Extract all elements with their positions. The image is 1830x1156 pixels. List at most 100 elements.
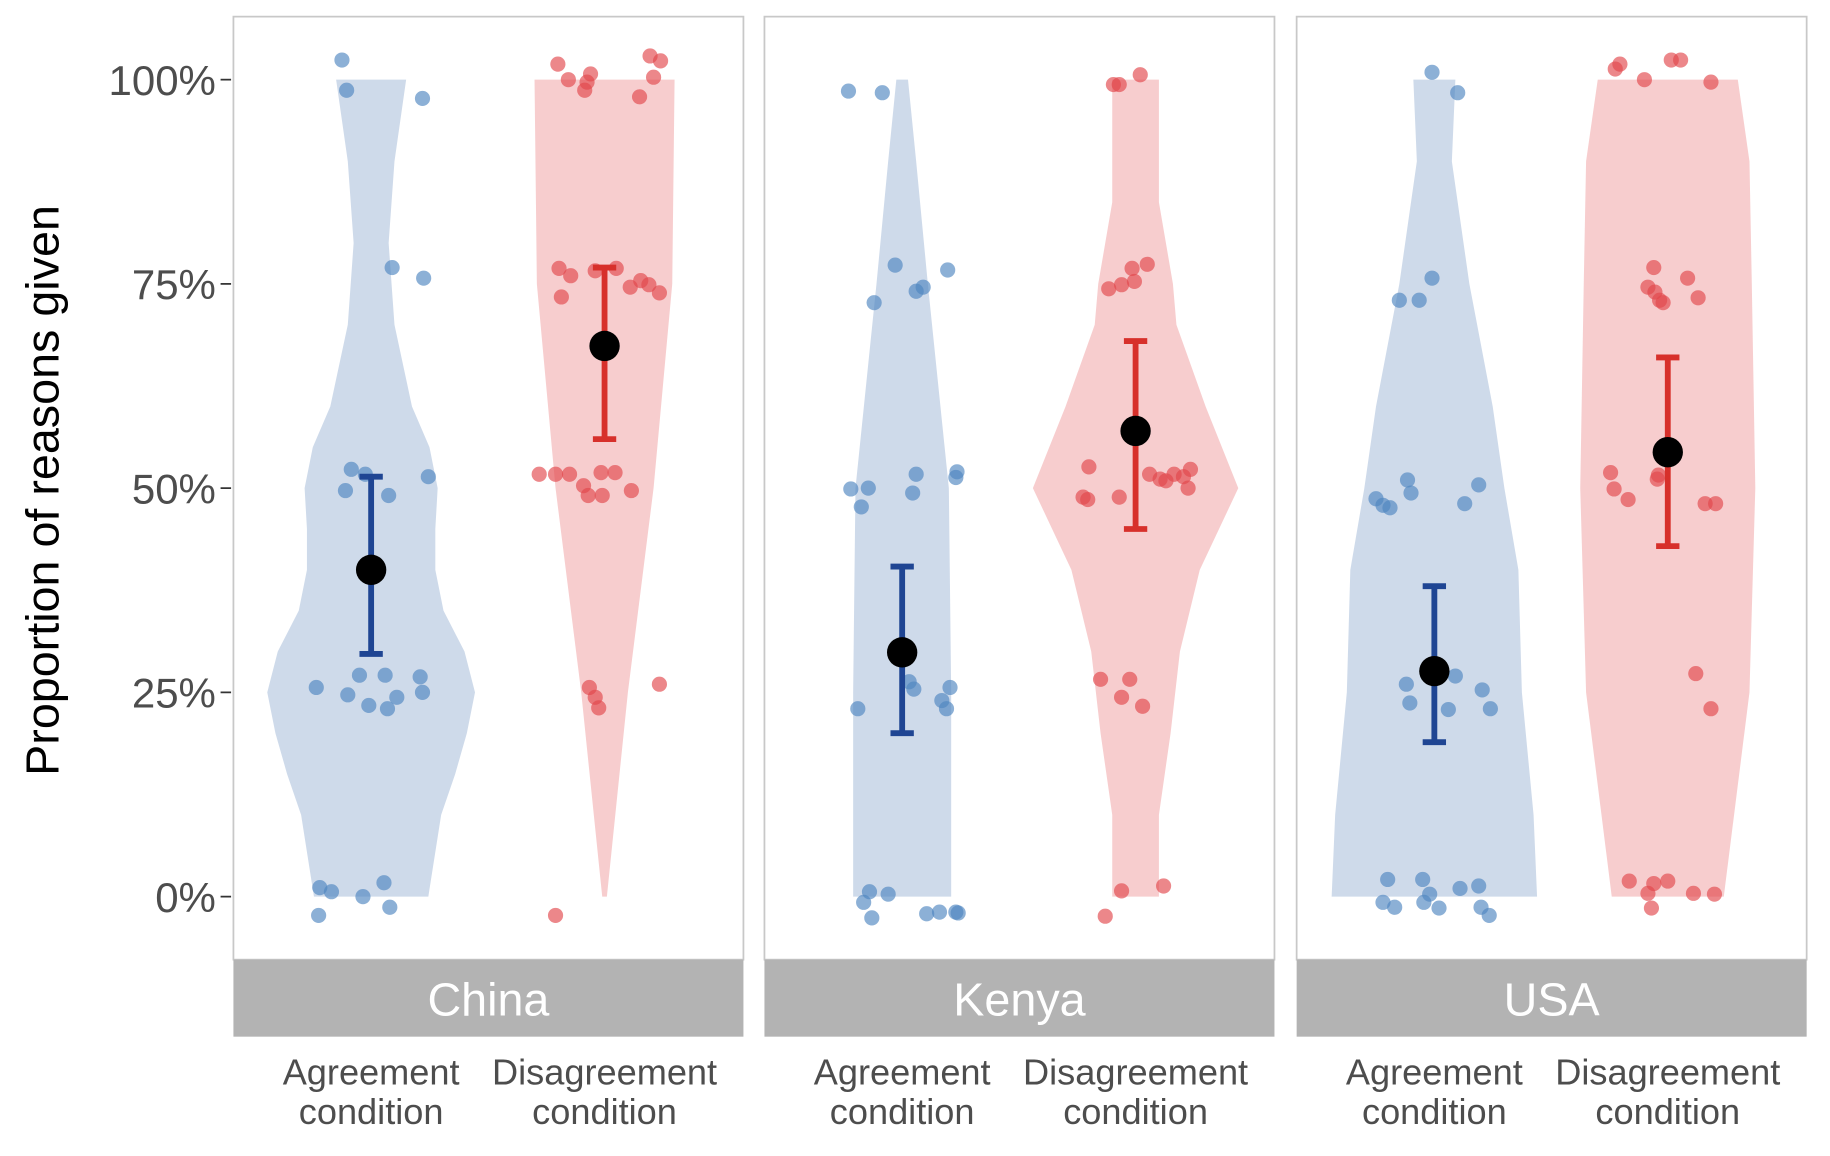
data-point: [1457, 496, 1473, 512]
data-point: [1646, 875, 1662, 892]
data-point: [645, 69, 662, 85]
data-point: [339, 82, 355, 98]
data-point: [1474, 682, 1490, 698]
data-point: [1134, 698, 1151, 714]
data-point: [337, 482, 354, 499]
data-point: [938, 701, 955, 717]
data-point: [376, 875, 392, 891]
data-point: [414, 90, 431, 107]
data-point: [1113, 689, 1130, 705]
data-point: [382, 899, 398, 915]
data-point: [1111, 76, 1127, 93]
data-point: [1431, 900, 1447, 916]
data-point: [334, 52, 350, 68]
data-point: [1690, 290, 1706, 306]
x-category-label: condition: [1063, 1091, 1208, 1132]
data-point: [1606, 481, 1622, 497]
data-point: [1649, 471, 1665, 487]
data-point: [1403, 485, 1419, 501]
data-point: [591, 700, 607, 716]
data-point: [311, 907, 327, 923]
data-point: [1382, 500, 1398, 516]
data-point: [1081, 459, 1097, 475]
data-point: [547, 466, 564, 482]
data-point: [379, 701, 396, 717]
data-point: [1422, 886, 1438, 902]
data-point: [1471, 477, 1487, 493]
data-point: [1398, 676, 1414, 692]
data-point: [561, 466, 578, 482]
data-point: [1685, 885, 1702, 901]
data-point: [593, 465, 609, 481]
facet-label: China: [427, 974, 549, 1026]
data-point: [343, 461, 359, 477]
y-tick-label: 100%: [108, 57, 215, 104]
data-point: [594, 487, 610, 504]
data-point: [412, 669, 428, 685]
data-point: [607, 465, 623, 481]
data-point: [560, 72, 576, 88]
data-point: [1447, 668, 1463, 684]
data-point: [1092, 671, 1109, 687]
data-point: [1180, 480, 1196, 496]
data-point: [1124, 260, 1140, 276]
x-category-label: condition: [1362, 1091, 1507, 1132]
y-tick-label: 25%: [132, 670, 216, 717]
y-tick-label: 0%: [155, 874, 216, 921]
data-point: [420, 469, 436, 485]
mean-point: [886, 637, 918, 668]
data-point: [577, 82, 593, 98]
data-point: [1706, 886, 1723, 902]
data-point: [840, 83, 857, 99]
data-point: [652, 53, 669, 69]
data-point: [864, 910, 880, 926]
data-point: [1391, 292, 1407, 308]
data-point: [1402, 695, 1418, 711]
data-point: [1399, 472, 1416, 488]
data-point: [1156, 878, 1172, 894]
data-point: [551, 260, 567, 276]
data-point: [908, 466, 924, 482]
facet-strip: [233, 959, 744, 1037]
x-category-label: Agreement: [1346, 1052, 1523, 1093]
data-point: [651, 676, 667, 692]
data-point: [340, 687, 356, 703]
data-point: [381, 487, 397, 504]
x-category-label: Agreement: [814, 1052, 991, 1093]
data-point: [1703, 701, 1719, 717]
facet-strip: [1296, 959, 1807, 1037]
data-point: [1111, 489, 1127, 505]
data-point: [389, 689, 405, 705]
mean-point: [589, 330, 620, 362]
data-point: [1655, 295, 1671, 311]
x-category-label: Disagreement: [1023, 1052, 1248, 1093]
data-point: [323, 884, 340, 900]
data-point: [1424, 270, 1440, 286]
mean-point: [1419, 655, 1450, 687]
data-point: [1673, 52, 1689, 68]
data-point: [361, 697, 377, 714]
data-point: [1113, 277, 1130, 293]
data-point: [1387, 899, 1403, 915]
data-point: [942, 679, 958, 696]
data-point: [631, 89, 648, 105]
data-point: [1415, 871, 1431, 888]
data-point: [308, 679, 324, 696]
data-point: [1113, 883, 1130, 899]
data-point: [915, 279, 931, 295]
data-point: [355, 889, 371, 905]
x-category-label: Agreement: [283, 1052, 460, 1093]
x-category-label: condition: [532, 1091, 677, 1132]
mean-point: [1120, 415, 1151, 447]
data-point: [1646, 259, 1662, 276]
data-point: [580, 487, 596, 504]
data-point: [1708, 496, 1724, 512]
y-axis-label: Proportion of reasons given: [16, 205, 68, 776]
data-point: [1636, 72, 1653, 88]
data-point: [853, 499, 869, 515]
data-point: [414, 684, 431, 700]
data-point: [1620, 491, 1636, 508]
data-point: [874, 85, 890, 101]
data-point: [553, 289, 569, 305]
data-point: [880, 886, 896, 902]
